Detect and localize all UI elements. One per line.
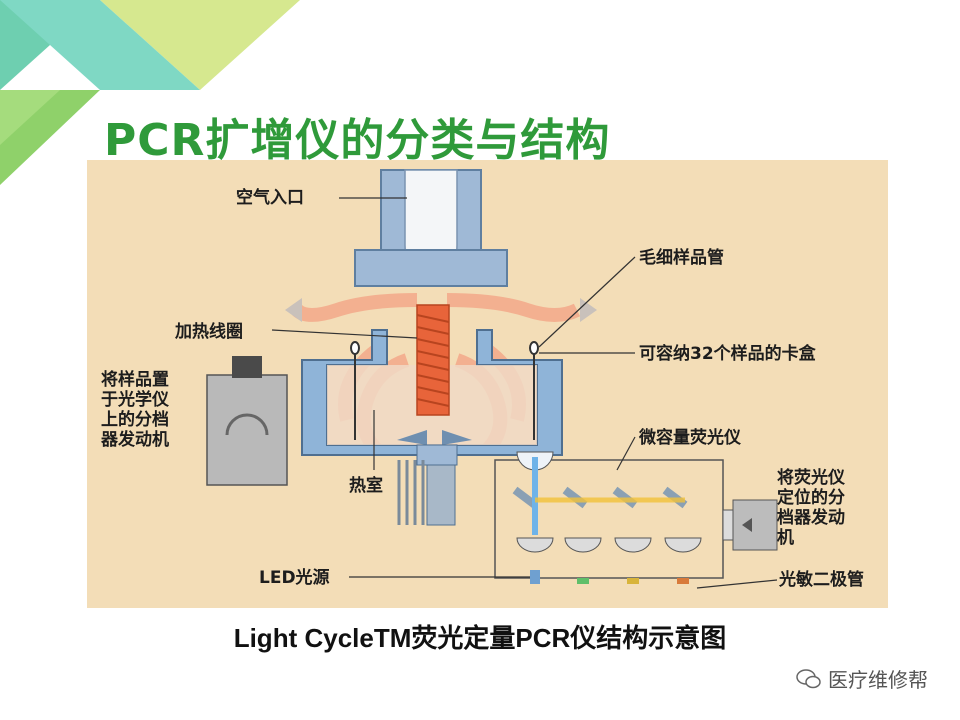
- heating-coil: [417, 305, 449, 415]
- label-left-stepper: 将样品置 于光学仪 上的分档 器发动机: [101, 370, 169, 450]
- slide-title: PCR扩增仪的分类与结构: [104, 104, 610, 168]
- label-air-inlet: 空气入口: [236, 188, 304, 208]
- label-heating-coil: 加热线圈: [175, 322, 243, 342]
- air-inlet-funnel: [355, 170, 507, 286]
- pcr-structure-diagram: 空气入口 毛细样品管 加热线圈 可容纳32个样品的卡盒 将样品置 于光学仪 上的…: [87, 160, 888, 608]
- figure-caption: Light CycleTM荧光定量PCR仪结构示意图: [0, 618, 960, 655]
- left-stepper-line-4: 器发动机: [101, 430, 169, 450]
- label-micro-fluorimeter: 微容量荧光仪: [639, 428, 741, 448]
- right-stepper-motor: [723, 500, 777, 550]
- label-heat-chamber: 热室: [349, 476, 383, 496]
- label-right-stepper: 将荧光仪 定位的分 档器发动 机: [777, 468, 845, 548]
- left-stepper-motor: [207, 356, 287, 485]
- watermark: 医疗维修帮: [796, 664, 928, 693]
- fluorimeter-box: [495, 452, 723, 584]
- right-stepper-line-2: 定位的分: [777, 488, 845, 508]
- label-led-source: LED光源: [259, 568, 330, 588]
- right-stepper-line-3: 档器发动: [777, 508, 845, 528]
- label-photodiode: 光敏二极管: [779, 570, 864, 590]
- watermark-text: 医疗维修帮: [828, 664, 928, 693]
- label-capillary-tube: 毛细样品管: [639, 248, 724, 268]
- label-cartridge: 可容纳32个样品的卡盒: [639, 344, 816, 364]
- right-stepper-line-4: 机: [777, 528, 845, 548]
- left-stepper-line-3: 上的分档: [101, 410, 169, 430]
- wechat-icon: [796, 668, 822, 690]
- left-stepper-line-2: 于光学仪: [101, 390, 169, 410]
- left-stepper-line-1: 将样品置: [101, 370, 169, 390]
- diagram-drawing: [87, 160, 888, 608]
- right-stepper-line-1: 将荧光仪: [777, 468, 845, 488]
